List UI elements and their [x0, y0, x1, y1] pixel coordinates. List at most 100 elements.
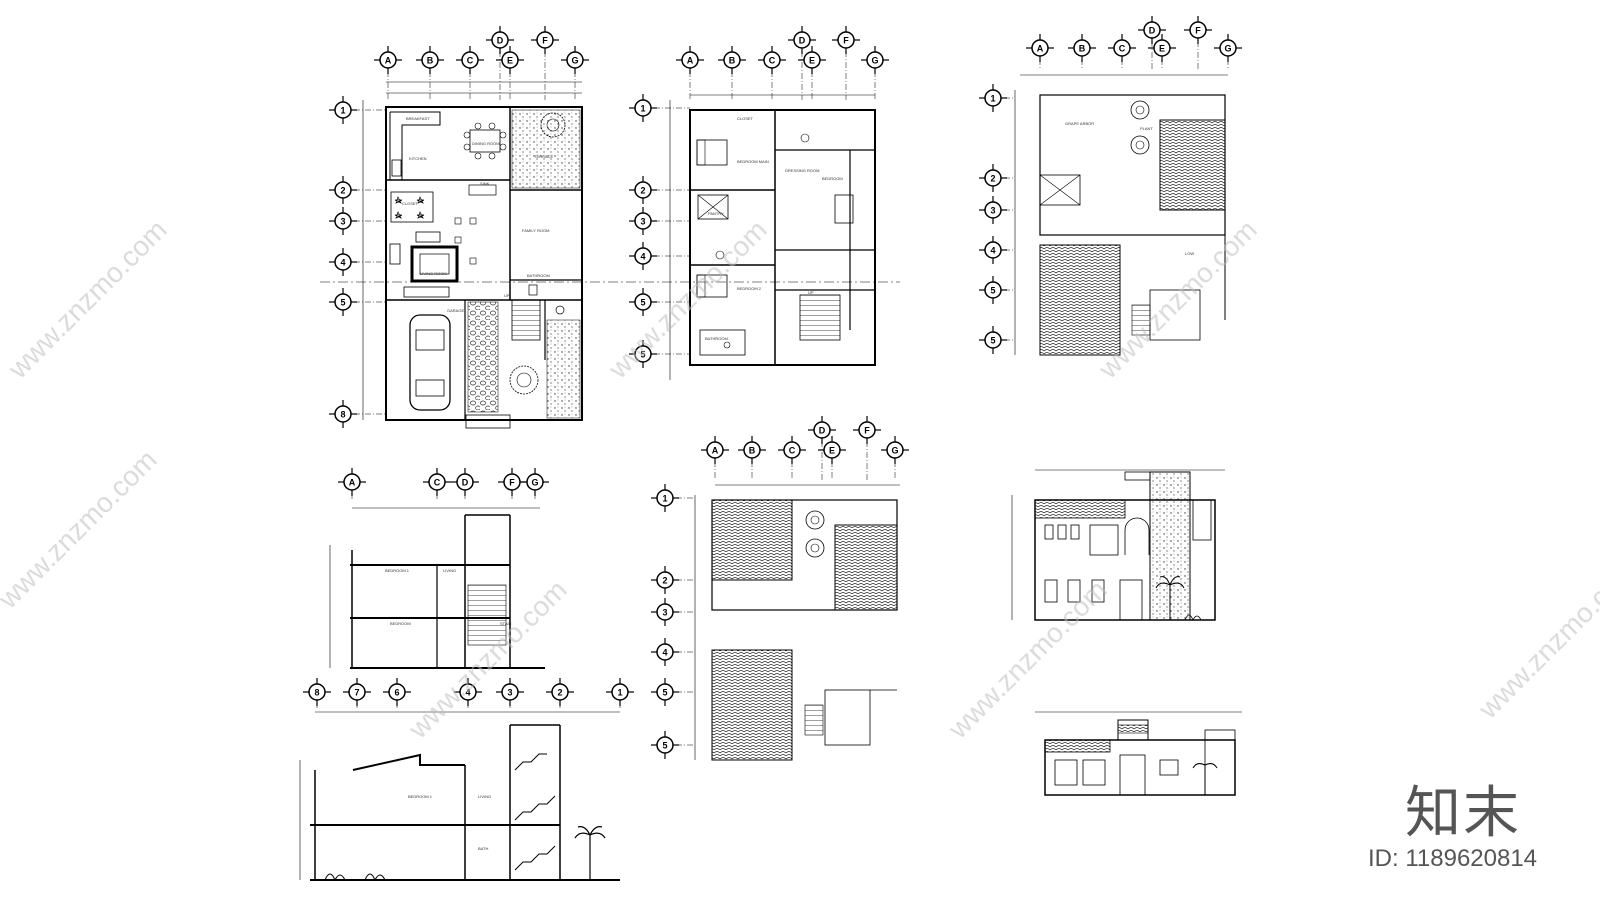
grid-bubble: A	[676, 46, 704, 100]
grid-bubble-label: D	[819, 426, 826, 436]
grid-bubble-label: B	[1079, 44, 1086, 54]
room-label: UP	[504, 293, 510, 298]
palm-tree-icon	[574, 826, 606, 880]
grid-bubble-label: 1	[990, 94, 995, 104]
grid-bubble-label: 7	[354, 688, 359, 698]
grid-bubble-label: 1	[640, 104, 645, 114]
grid-bubble-label: 2	[662, 576, 667, 586]
grid-bubble-label: F	[509, 478, 515, 488]
room-label: SINK	[480, 181, 490, 186]
room-label: BATHROOM	[527, 273, 550, 278]
grid-bubble-label: E	[829, 446, 835, 456]
grid-bubble-label: E	[1159, 44, 1165, 54]
grid-bubble-label: C	[789, 446, 796, 456]
grid-bubble: 4	[979, 236, 1015, 264]
grid-bubble: G	[521, 468, 549, 500]
grid-bubble-label: 8	[314, 688, 319, 698]
grid-bubble: C	[758, 46, 786, 100]
grid-bubble: 3	[329, 207, 386, 235]
grid-bubble: 2	[979, 164, 1015, 192]
grid-bubble-label: G	[571, 56, 578, 66]
watermark-text: www.znzmo.com	[602, 214, 773, 385]
grid-bubble: E	[1148, 34, 1176, 70]
grid-bubble-label: 1	[662, 494, 667, 504]
grid-bubble-label: 6	[394, 688, 399, 698]
grid-bubble: E	[798, 46, 826, 100]
room-label: LOW	[1185, 251, 1194, 256]
grid-bubble: A	[1026, 34, 1054, 70]
facade-tile-band	[1044, 739, 1111, 753]
grid-bubble-label: D	[462, 478, 469, 488]
room-label: CLOSET	[737, 116, 754, 121]
ground-floor-plan	[320, 81, 900, 429]
upper-floor-labels: CLOSET BEDROOM MAIN DRESSING ROOM BEDROO…	[705, 116, 843, 341]
room-label: GARAGE	[447, 308, 464, 313]
grid-bubble-label: 4	[662, 648, 667, 658]
grid-bubble: 1	[979, 84, 1015, 112]
ground-patio-gravel	[511, 109, 581, 189]
grid-bubble-label: F	[843, 36, 849, 46]
grid-bubble: 3	[496, 678, 524, 708]
watermark-text: www.znzmo.com	[0, 444, 163, 615]
room-label: BEDROOM 1	[385, 568, 410, 573]
grid-bubble: E	[496, 46, 524, 100]
grid-bubble-label: G	[1224, 44, 1231, 54]
grid-bubble-label: C	[769, 56, 776, 66]
room-label: DRESSING ROOM	[785, 168, 819, 173]
grid-bubble-label: 3	[507, 688, 512, 698]
roof-tile-area	[834, 524, 898, 611]
grid-bubble: F	[853, 416, 881, 480]
grid-bubble: 5	[329, 288, 386, 316]
grid-bubble: F	[498, 468, 526, 500]
grid-bubble-label: 3	[990, 206, 995, 216]
grid-bubble: 2	[546, 678, 574, 708]
grid-bubble-label: 5	[640, 298, 645, 308]
room-label: PLANT	[1140, 126, 1153, 131]
grid-bubble-label: F	[1195, 26, 1201, 36]
grid-bubble-label: E	[507, 56, 513, 66]
room-label: BEDROOM 2	[737, 286, 762, 291]
grid-bubble-label: B	[729, 56, 736, 66]
watermark-text: www.znzmo.com	[1472, 554, 1600, 725]
room-label: KITCHEN	[409, 156, 427, 161]
grid-bubble-label: D	[497, 36, 504, 46]
grid-bubble-label: A	[1037, 44, 1044, 54]
ground-plan-outline	[385, 106, 583, 421]
palm-tree-icon	[1192, 763, 1218, 795]
roof-plan-labels: GRAPE ARBOR PLANT LOW	[1065, 121, 1194, 256]
grid-bubble: D	[808, 416, 836, 480]
room-label: FAMILY ROOM	[522, 228, 549, 233]
watermark-layer: www.znzmo.com www.znzmo.com www.znzmo.co…	[0, 214, 1600, 745]
grid-bubble-label: 4	[465, 688, 470, 698]
roof-tile-area	[711, 649, 793, 761]
grid-bubble: 2	[629, 176, 690, 204]
grid-bubble: 1	[329, 96, 386, 124]
grid-bubble-label: D	[1149, 26, 1156, 36]
grid-bubble-label: A	[349, 478, 356, 488]
roof-tile-area	[1039, 244, 1121, 356]
garage-car	[409, 314, 451, 411]
roof-tile-area	[1159, 119, 1226, 211]
room-label: BREAKFAST	[406, 116, 430, 121]
grid-bubble: 2	[651, 566, 695, 594]
room-label: BEDROOM MAIN	[737, 159, 769, 164]
grid-bubble: 5	[651, 678, 695, 706]
brand-logo: 知末	[1405, 781, 1521, 846]
grid-bubble: G	[881, 436, 909, 480]
grid-bubble: D	[486, 26, 514, 100]
grid-bubble-label: C	[1119, 44, 1126, 54]
roof-tile-area	[711, 499, 793, 581]
grid-bubble-label: 3	[640, 217, 645, 227]
building-section-b	[299, 711, 620, 882]
grid-bubble-label: 8	[340, 410, 345, 420]
grid-bubble: A	[338, 468, 366, 500]
grid-bubble-label: G	[871, 56, 878, 66]
grid-bubble: 4	[329, 248, 386, 276]
room-label: DINING ROOM	[472, 141, 500, 146]
grid-bubble-label: 1	[340, 106, 345, 116]
grid-bubble-label: 2	[990, 174, 995, 184]
ground-floor-labels: BREAKFAST DINING ROOM KITCHEN SINK CLOSE…	[402, 116, 553, 313]
grid-bubble-label: 2	[640, 186, 645, 196]
grid-bubble: G	[861, 46, 889, 100]
dining-table	[469, 129, 501, 153]
